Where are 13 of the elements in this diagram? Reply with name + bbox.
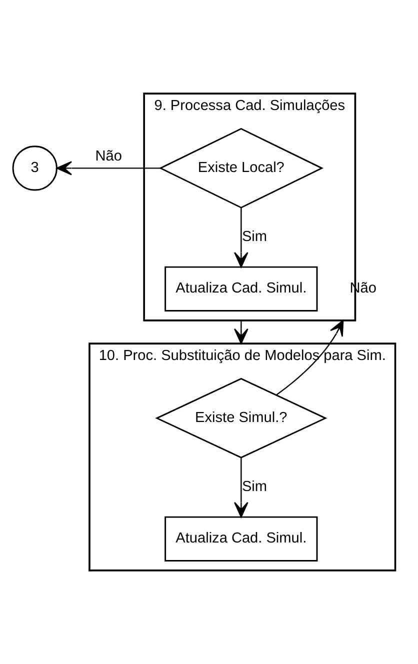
arrow — [56, 161, 160, 176]
node-box: Atualiza Cad. Simul. — [164, 516, 318, 562]
edge-label: Sim — [242, 479, 268, 496]
arrow — [234, 458, 248, 518]
node-box: Atualiza Cad. Simul. — [164, 266, 318, 312]
node-circle: 3 — [12, 146, 58, 191]
node-diamond: Existe Simul.? — [155, 378, 328, 458]
node-diamond: Existe Local? — [158, 128, 324, 208]
edge-label: Sim — [242, 229, 268, 246]
arrow — [276, 320, 344, 396]
arrow — [234, 320, 248, 344]
edge-label: Não — [95, 148, 122, 164]
arrow — [234, 208, 248, 268]
